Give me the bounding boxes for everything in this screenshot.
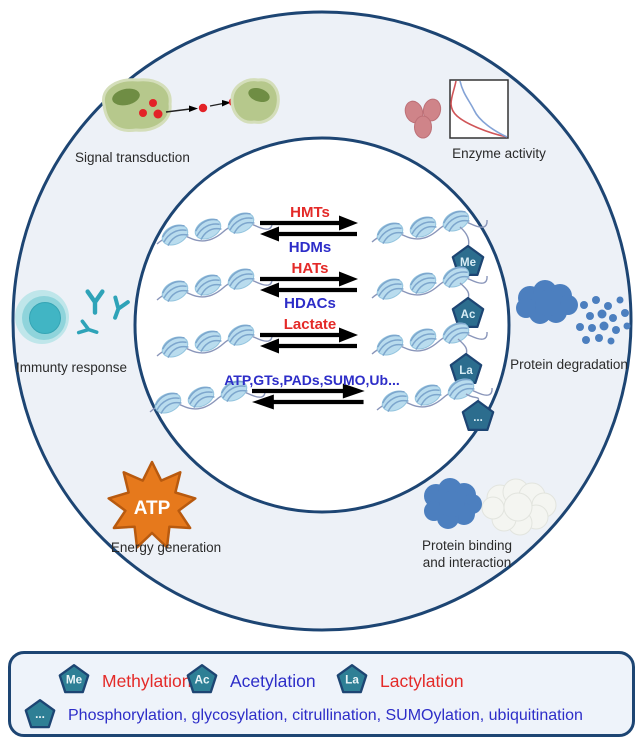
ptm-diagram: Signal transduction Enzyme activity Immu… bbox=[11, 10, 633, 632]
signal-transduction-icon bbox=[101, 78, 280, 132]
protein-binding-label-line1: Protein binding bbox=[422, 538, 512, 553]
hats-label: HATs bbox=[292, 260, 329, 277]
acetylation-label: Acetylation bbox=[230, 670, 316, 691]
atp-star-label: ATP bbox=[134, 498, 171, 519]
legend-item-lactylation: La Lactylation bbox=[333, 662, 464, 700]
reaction-row-lactylation: Lactate La bbox=[157, 316, 487, 384]
protein-binding-icon bbox=[424, 478, 557, 536]
enzyme-activity-icon bbox=[404, 79, 509, 139]
other-ptms-badge-icon: ... bbox=[24, 698, 56, 729]
svg-text:Ac: Ac bbox=[194, 674, 209, 687]
enzyme-activity-label: Enzyme activity bbox=[452, 146, 546, 161]
acetylation-badge-icon: Ac bbox=[186, 663, 218, 694]
lactylation-badge-icon: La bbox=[336, 663, 368, 694]
reaction-row-other-ptms: ATP,GTs,PADs,SUMO,Ub... ... bbox=[150, 372, 495, 431]
atp-star-icon: ATP bbox=[107, 460, 197, 549]
hmts-label: HMTs bbox=[290, 204, 330, 221]
cell-nucleus bbox=[112, 88, 140, 106]
other-ptms-label: Phosphorylation, glycosylation, citrulli… bbox=[68, 707, 583, 724]
enzyme-activity-plot bbox=[449, 79, 509, 139]
lactylation-badge: La bbox=[449, 352, 483, 384]
svg-text:Ac: Ac bbox=[461, 309, 476, 321]
legend-item-other-ptms: ... Phosphorylation, glycosylation, citr… bbox=[21, 697, 583, 735]
svg-text:Me: Me bbox=[460, 257, 476, 269]
legend-item-methylation: Me Methylation bbox=[55, 662, 192, 700]
svg-text:...: ... bbox=[35, 708, 45, 721]
other-ptms-enzymes-label: ATP,GTs,PADs,SUMO,Ub... bbox=[224, 372, 400, 388]
lactylation-label: Lactylation bbox=[380, 670, 464, 691]
protein-binding-label-line2: and interaction bbox=[423, 555, 512, 570]
legend-box: Me Methylation Ac Acetylation La Lactyla… bbox=[8, 651, 635, 737]
svg-text:La: La bbox=[345, 674, 359, 687]
methylation-badge-icon: Me bbox=[58, 663, 90, 694]
other-ptms-badge: ... bbox=[461, 399, 495, 431]
immunity-response-label: Immunty response bbox=[16, 360, 127, 375]
reaction-row-methylation: HMTs HDMs Me bbox=[157, 204, 487, 276]
hdms-label: HDMs bbox=[289, 239, 332, 256]
energy-generation-label: Energy generation bbox=[111, 540, 221, 555]
methylation-label: Methylation bbox=[102, 670, 192, 691]
svg-text:La: La bbox=[459, 365, 473, 377]
protein-degradation-icon bbox=[516, 280, 631, 345]
immunity-response-icon bbox=[15, 290, 130, 344]
signal-transduction-label: Signal transduction bbox=[75, 150, 190, 165]
legend-item-acetylation: Ac Acetylation bbox=[183, 662, 316, 700]
svg-text:...: ... bbox=[473, 412, 483, 424]
hdacs-label: HDACs bbox=[284, 295, 336, 312]
lactate-label: Lactate bbox=[284, 316, 337, 333]
protein-degradation-label: Protein degradation bbox=[510, 357, 628, 372]
svg-text:Me: Me bbox=[66, 674, 83, 687]
